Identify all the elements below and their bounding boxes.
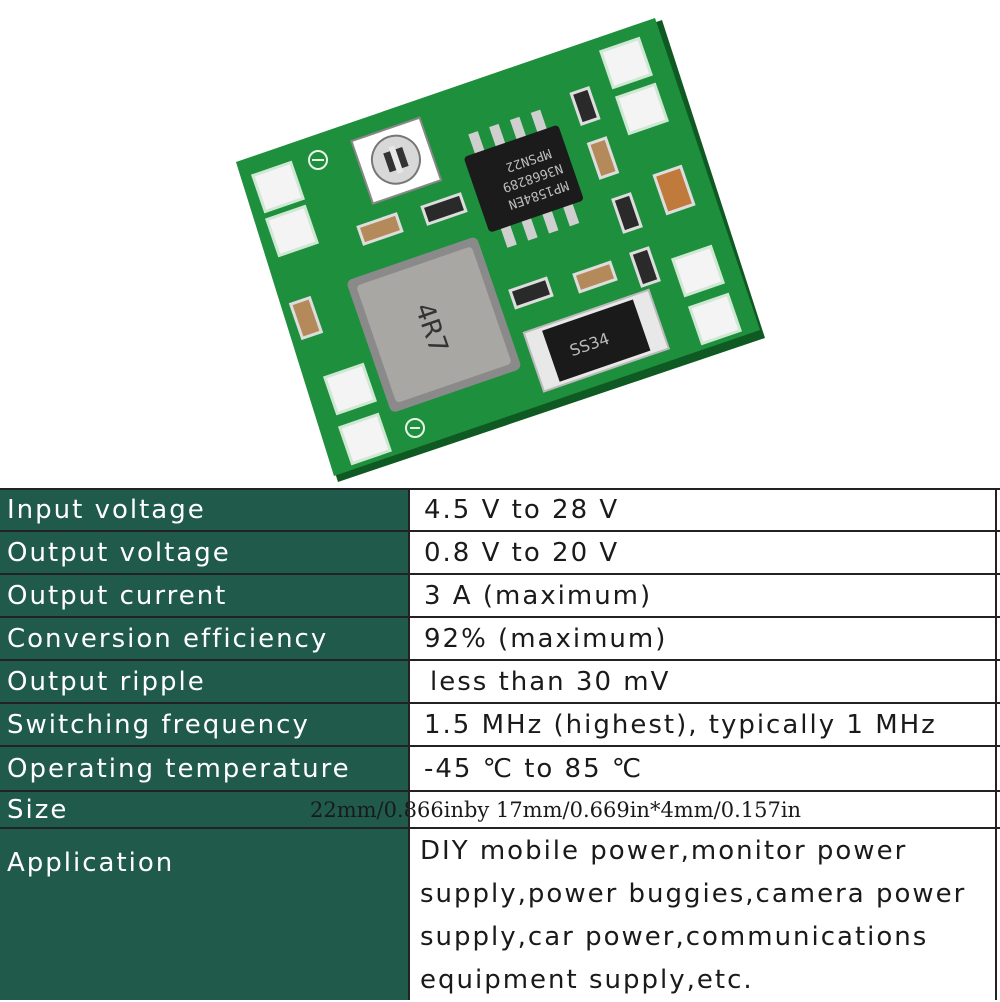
application-line: supply,power buggies,camera power	[420, 879, 967, 909]
spec-value: 3 A (maximum)	[424, 580, 653, 611]
ic-chip: MP1584EN N3668289 MPSN22	[464, 109, 583, 248]
spec-label: Output ripple	[0, 660, 408, 703]
spec-table: Input voltage 4.5 V to 28 V Output volta…	[0, 488, 1000, 1000]
potentiometer	[350, 116, 443, 205]
spec-label: Conversion efficiency	[0, 617, 408, 660]
table-border	[995, 488, 997, 1000]
spec-label: Operating temperature	[0, 746, 408, 791]
table-border	[0, 702, 1000, 704]
spec-row-output-ripple: Output ripple less than 30 mV	[0, 660, 1000, 703]
pad-group-left	[250, 160, 393, 466]
table-border	[0, 745, 1000, 747]
spec-row-size: Size 22mm/0.866inby 17mm/0.669in*4mm/0.1…	[0, 791, 1000, 828]
spec-label: Size	[0, 791, 408, 828]
spec-value: 22mm/0.866inby 17mm/0.669in*4mm/0.157in	[310, 791, 1000, 828]
silkscreen	[308, 150, 425, 438]
spec-row-output-voltage: Output voltage 0.8 V to 20 V	[0, 531, 1000, 574]
application-line: equipment supply,etc.	[420, 965, 754, 995]
application-line: supply,car power,communications	[420, 922, 929, 952]
product-photo: MP1584EN N3668289 MPSN22 4R7 SS34	[0, 0, 1000, 488]
spec-row-input-voltage: Input voltage 4.5 V to 28 V	[0, 488, 1000, 531]
size-text: 22mm/0.866inby 17mm/0.669in*4mm/0.157in	[310, 797, 802, 822]
table-border	[0, 488, 1000, 490]
smd-components	[288, 86, 696, 341]
spec-row-output-current: Output current 3 A (maximum)	[0, 574, 1000, 617]
spec-row-operating-temperature: Operating temperature -45 ℃ to 85 ℃	[0, 746, 1000, 791]
table-border	[0, 827, 1000, 829]
spec-row-conversion-efficiency: Conversion efficiency 92% (maximum)	[0, 617, 1000, 660]
table-border	[408, 488, 410, 1000]
spec-value: DIY mobile power,monitor power supply,po…	[410, 828, 1000, 1000]
table-border	[0, 659, 1000, 661]
spec-label: Input voltage	[0, 488, 408, 531]
spec-value: less than 30 mV	[430, 666, 671, 697]
spec-value: 1.5 MHz (highest), typically 1 MHz	[424, 709, 937, 740]
table-border	[0, 790, 1000, 792]
spec-row-switching-frequency: Switching frequency 1.5 MHz (highest), t…	[0, 703, 1000, 746]
table-border	[0, 573, 1000, 575]
spec-row-application: Application DIY mobile power,monitor pow…	[0, 828, 1000, 1000]
diode: SS34	[522, 288, 671, 393]
application-line: DIY mobile power,monitor power	[420, 836, 908, 866]
spec-value: 92% (maximum)	[424, 623, 668, 654]
table-border	[0, 530, 1000, 532]
spec-label: Switching frequency	[0, 703, 408, 746]
spec-value: -45 ℃ to 85 ℃	[424, 753, 644, 784]
spec-label: Output current	[0, 574, 408, 617]
spec-label: Application	[0, 828, 408, 1000]
table-border	[0, 616, 1000, 618]
inductor: 4R7	[347, 237, 521, 412]
spec-value: 0.8 V to 20 V	[424, 537, 620, 568]
spec-label: Output voltage	[0, 531, 408, 574]
pad-group-right	[598, 36, 743, 346]
spec-value: 4.5 V to 28 V	[424, 494, 620, 525]
